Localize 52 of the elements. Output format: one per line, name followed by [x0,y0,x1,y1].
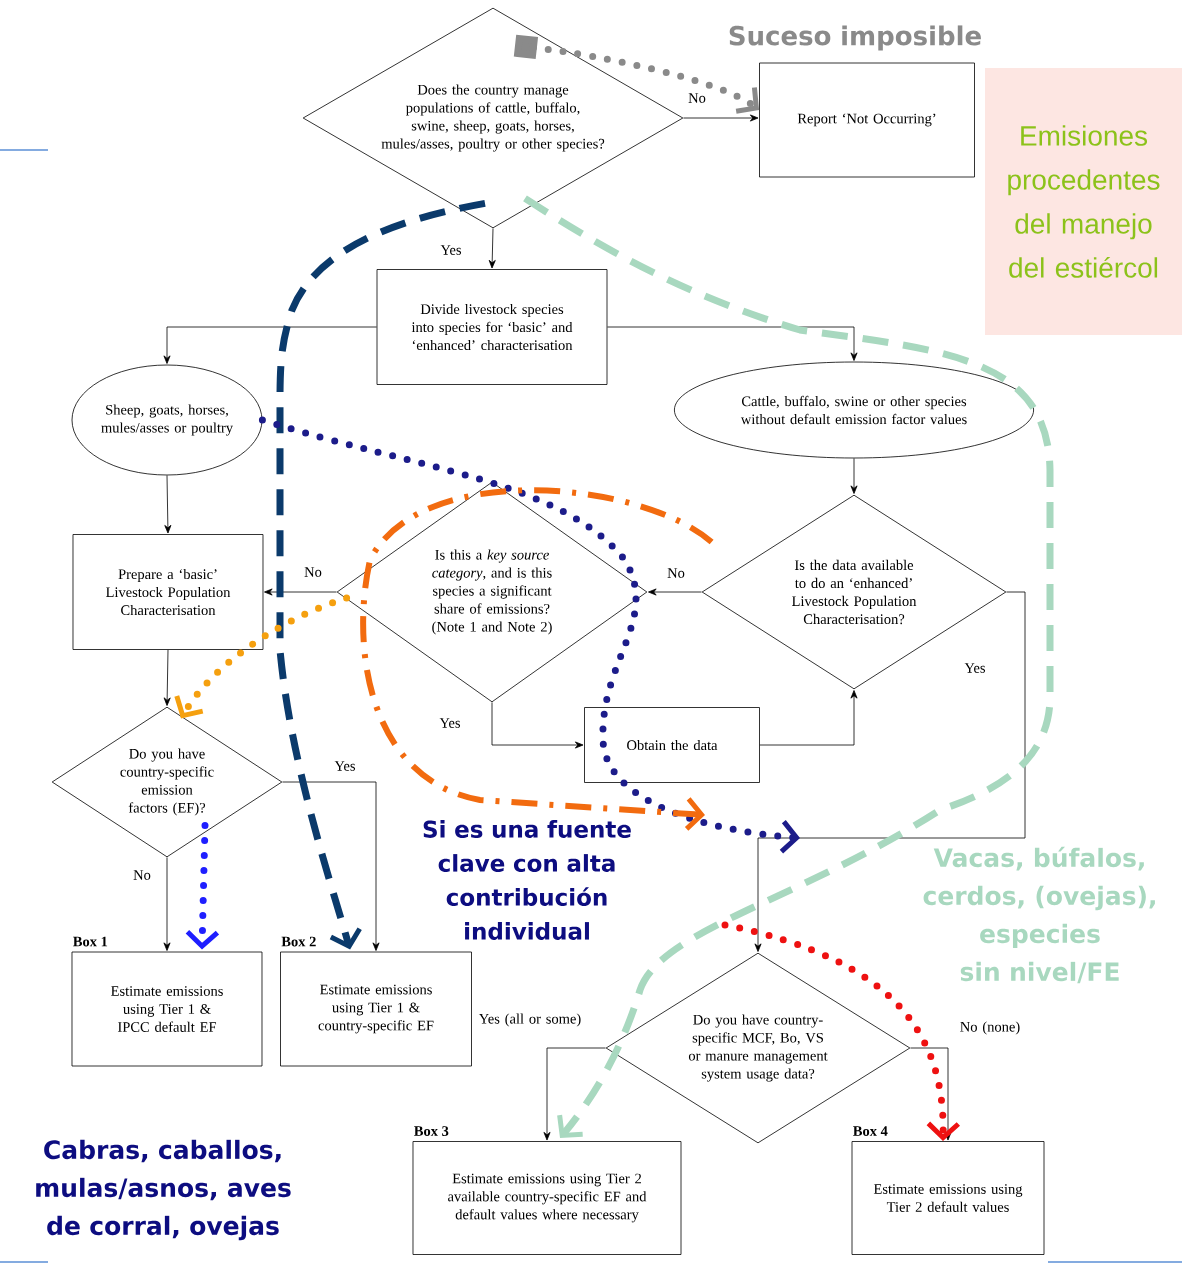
box-label: Box 2 [281,936,316,947]
arrow [850,458,858,494]
arrow [721,921,960,1142]
process-box: Estimate emissions using Tier 2 available country-specific EF and default values where necessary [412,1141,682,1255]
arrow [543,1047,606,1141]
edge-label: Yes [439,718,461,728]
edge-label: Yes [440,245,462,255]
process-box: Estimate emissions using Tier 1 & country-specific EF [280,951,472,1067]
arrow [282,781,380,951]
category-oval: Cattle, buffalo, swine or other species without default emission factor values [674,361,1034,459]
arrow [491,702,584,749]
edge-label: No [667,568,685,578]
edge-label: No (none) [960,1021,1020,1035]
annotation-text: Cabras, caballos, mulas/asnos, aves de corral, ovejas [36,1139,291,1241]
arrow [607,326,858,361]
arrow [759,690,858,746]
arrow [264,588,337,596]
process-box: Divide livestock species into species for ‘basic’ and ‘enhanced’ characterisation [376,269,608,385]
title-box: Emisiones procedentes del manejo del estiércol [985,68,1182,335]
edge-label: Yes (all or some) [478,1013,581,1027]
box-label: Box 1 [73,936,108,947]
annotation-text: Suceso imposible [729,25,981,51]
arrow [488,228,496,269]
process-box: Estimate emissions using Tier 2 default values [851,1141,1045,1255]
process-box: Report ‘Not Occurring’ [759,62,975,178]
arrow [276,199,486,950]
edge-label: No [304,567,322,577]
arrow [523,195,1054,1139]
arrow [185,821,220,950]
arrow [164,475,172,534]
edge-label: Yes [964,663,986,673]
process-box: Prepare a ‘basic’ Livestock Population Characterisation [72,534,264,650]
arrow [360,487,714,831]
edge-label: No [688,93,706,103]
arrow [648,588,702,596]
arrow [258,416,800,854]
annotation-text: Si es una fuente clave con alta contribución individual [423,820,631,940]
arrow [754,591,1026,952]
arrow [163,649,171,706]
edge-label: Yes [334,761,356,771]
arrow [163,857,171,951]
arrow [683,114,759,122]
arrow [174,594,351,719]
process-box: Estimate emissions using Tier 1 & IPCC default EF [71,951,263,1067]
edge-label: No [133,870,151,880]
arrow [163,326,377,364]
category-oval: Sheep, goats, horses, mules/asses or poultry [71,364,263,476]
annotation-text: Vacas, búfalos, cerdos, (ovejas), especies sin nivel/FE [923,846,1155,984]
process-box: Obtain the data [584,707,760,783]
box-label: Box 3 [414,1126,449,1136]
box-label: Box 4 [853,1126,888,1136]
arrow [910,1047,952,1141]
